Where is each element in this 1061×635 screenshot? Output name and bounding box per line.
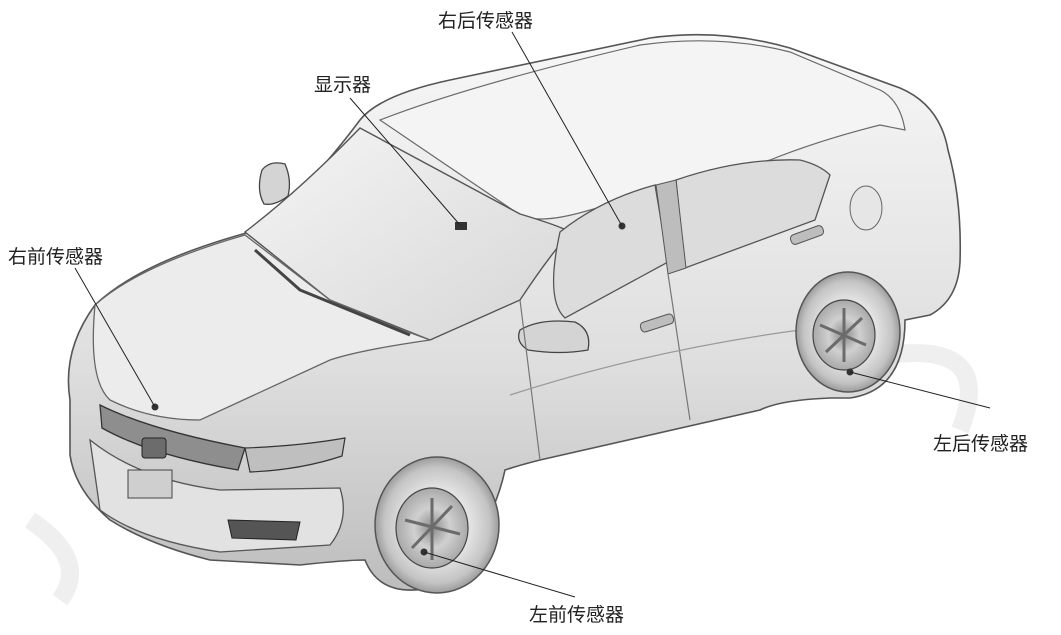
- front-door-line: [519, 299, 541, 461]
- leader-rear-left: [849, 371, 991, 409]
- headlight: [244, 437, 346, 473]
- rear-door-handle: [789, 225, 825, 245]
- display-unit: [455, 222, 467, 230]
- grille: [99, 403, 246, 471]
- leader-display: [349, 97, 461, 226]
- body-crease: [509, 329, 801, 396]
- right-mirror: [258, 162, 291, 205]
- roof: [378, 40, 906, 220]
- fog-lamp: [227, 519, 301, 541]
- b-pillar: [655, 179, 687, 275]
- wiper: [254, 248, 411, 337]
- front-door-handle: [639, 313, 675, 333]
- fuel-door: [849, 185, 883, 231]
- label-rear-left-sensor: 左后传感器: [933, 433, 1029, 455]
- rear-side-window: [675, 159, 831, 269]
- label-front-right-sensor: 右前传感器: [8, 246, 104, 268]
- license-plate: [127, 469, 173, 499]
- leader-front-right: [74, 267, 156, 408]
- leader-rear-right: [511, 31, 623, 227]
- badge-logo: [141, 437, 167, 459]
- leader-front-left: [423, 551, 576, 598]
- rear-door-line: [667, 273, 691, 421]
- rear-wheel: [795, 271, 901, 393]
- label-display: 显示器: [314, 74, 372, 96]
- hood: [92, 234, 431, 421]
- left-mirror: [517, 320, 590, 354]
- label-front-left-sensor: 左前传感器: [529, 604, 625, 626]
- front-wheel: [374, 456, 500, 594]
- label-rear-right-sensor: 右后传感器: [438, 10, 534, 32]
